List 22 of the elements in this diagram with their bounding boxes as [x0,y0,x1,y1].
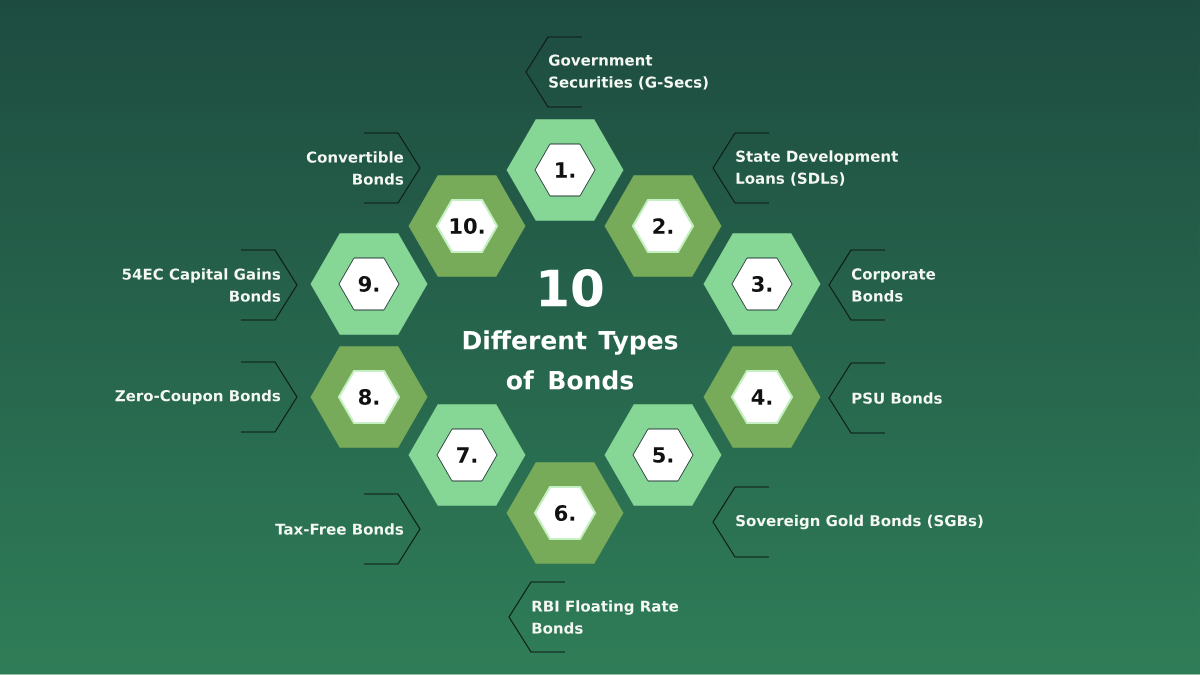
bond-label: 54EC Capital Gains Bonds [122,268,281,302]
bond-label: RBI Floating Rate Bonds [532,600,679,634]
number-hexagon: 1. [506,119,624,221]
number-hexagon: 7. [408,404,526,506]
title: Different Types of Bonds [463,330,678,390]
bond-label: Sovereign Gold Bonds (SGBs) [736,514,983,530]
big-numeral: 10 [540,269,603,307]
bond-label: PSU Bonds [852,392,942,404]
bond-label: State Development Loans (SDLs) [736,150,898,186]
number-hexagon: 2. [604,175,722,277]
bond-label: Corporate Bonds [851,268,936,302]
number-hexagon: 6. [506,462,624,564]
number-hexagon: 10. [408,175,526,277]
bond-label: Zero-Coupon Bonds [115,389,281,405]
number-hexagon: 4. [703,346,821,448]
bond-label: Convertible Bonds [306,151,404,185]
number-hexagon: 3. [703,233,821,335]
number-hexagon: 8. [310,346,428,448]
bond-label: Tax-Free Bonds [275,523,404,535]
number-hexagon: 9. [310,233,428,335]
number-hexagon: 5. [604,404,722,506]
bond-label: Government Securities (G-Secs) [548,54,708,90]
